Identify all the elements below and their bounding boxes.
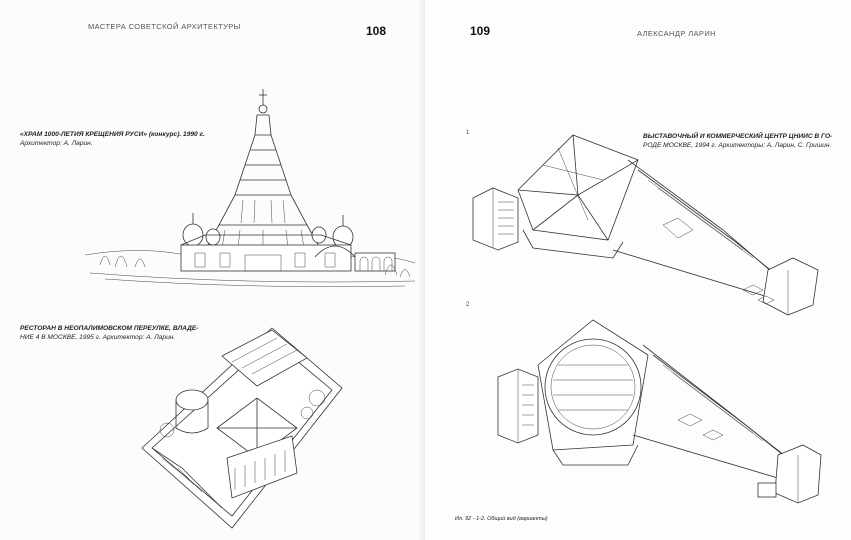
figure-note: Ил. 92 - 1-2. Общий вид (варианты) bbox=[455, 516, 548, 522]
running-head-right: АЛЕКСАНДР ЛАРИН bbox=[637, 29, 716, 38]
caption-exhibition-centre: ВЫСТАВОЧНЫЙ И КОММЕРЧЕСКИЙ ЦЕНТР ЦНИИС В… bbox=[643, 132, 848, 150]
exhibition-centre-illustration-1 bbox=[472, 134, 819, 316]
page-number-right: 109 bbox=[470, 24, 491, 38]
restaurant-illustration bbox=[141, 327, 343, 529]
caption-restaurant: РЕСТОРАН В НЕОПАЛИМОВСКОМ ПЕРЕУЛКЕ, ВЛАД… bbox=[20, 324, 340, 342]
running-head-left: МАСТЕРА СОВЕТСКОЙ АРХИТЕКТУРЫ bbox=[88, 22, 241, 31]
right-page: 109 АЛЕКСАНДР ЛАРИН 1 2 ВЫСТАВОЧНЫЙ И КО… bbox=[425, 0, 851, 540]
caption-temple-title: «ХРАМ 1000-ЛЕТИЯ КРЕЩЕНИЯ РУСИ» (конкурс… bbox=[20, 131, 205, 138]
caption-exhibition-line2: РОДЕ МОСКВЕ, 1994 г. Архитекторы: А. Лар… bbox=[643, 142, 832, 149]
exhibition-centre-illustration-2 bbox=[497, 319, 822, 504]
temple-illustration bbox=[84, 89, 416, 287]
caption-restaurant-line2: НИЕ 4 В МОСКВЕ, 1995 г. Архитектор: А. Л… bbox=[20, 334, 176, 341]
caption-exhibition-line1: ВЫСТАВОЧНЫЙ И КОММЕРЧЕСКИЙ ЦЕНТР ЦНИИС В… bbox=[643, 133, 833, 140]
caption-temple-architect: Архитектор: А. Ларин. bbox=[20, 140, 93, 147]
left-page: МАСТЕРА СОВЕТСКОЙ АРХИТЕКТУРЫ 108 «ХРАМ … bbox=[0, 0, 425, 540]
caption-restaurant-line1: РЕСТОРАН В НЕОПАЛИМОВСКОМ ПЕРЕУЛКЕ, ВЛАД… bbox=[20, 325, 199, 332]
caption-temple: «ХРАМ 1000-ЛЕТИЯ КРЕЩЕНИЯ РУСИ» (конкурс… bbox=[20, 130, 260, 148]
figure-marker-1: 1 bbox=[466, 130, 470, 136]
page-number-left: 108 bbox=[366, 24, 387, 38]
figure-marker-2: 2 bbox=[466, 302, 470, 308]
